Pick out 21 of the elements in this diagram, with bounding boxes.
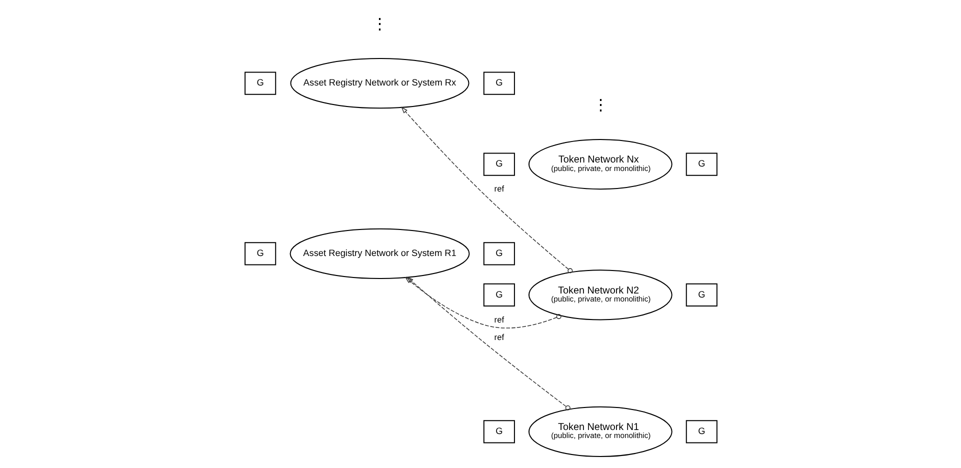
label: ⋮ — [592, 97, 608, 114]
edge-label: ref — [494, 184, 504, 194]
node-box: G — [482, 283, 514, 307]
arrow — [404, 276, 561, 328]
node-ellipse: Token Network Nx (public, private, or monolithic) — [528, 138, 672, 190]
node-box: G — [244, 72, 276, 95]
node-box: G — [685, 420, 717, 444]
node-box: G — [482, 242, 514, 266]
arrow — [406, 276, 570, 410]
node-box: G — [244, 242, 276, 266]
arrow — [400, 106, 572, 274]
edge-label: ref — [494, 332, 504, 342]
label: ⋮ — [372, 16, 387, 34]
node-ellipse: Asset Registry Network or System Rx — [290, 58, 469, 109]
node-box: G — [685, 152, 717, 176]
node-ellipse: Asset Registry Network or System R1 — [289, 228, 470, 279]
node-box: G — [482, 72, 514, 95]
node-box: G — [482, 152, 514, 176]
node-box: G — [482, 420, 514, 444]
node-box: G — [685, 283, 717, 307]
edge-label: ref — [494, 314, 504, 324]
